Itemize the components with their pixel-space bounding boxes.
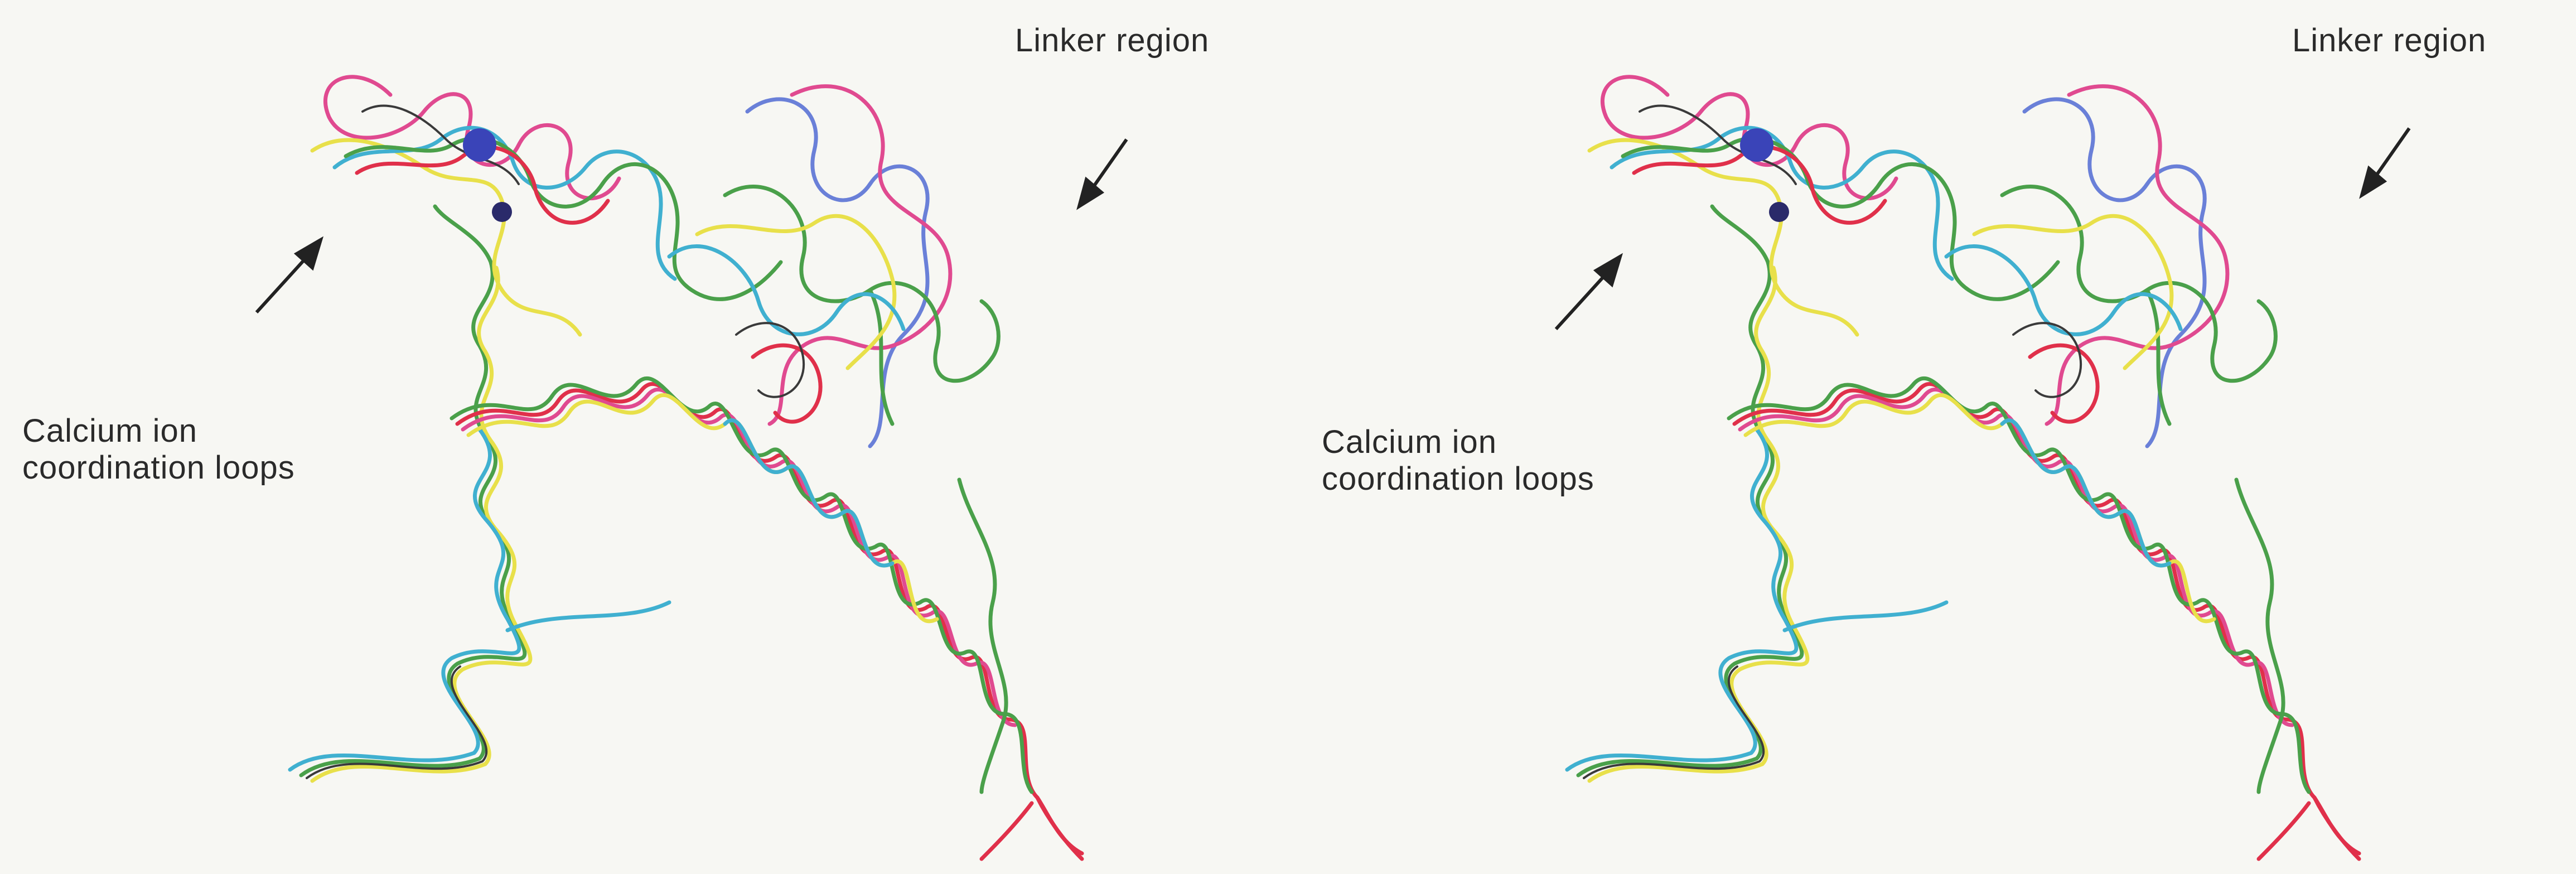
calcium-ion-sphere-small <box>492 202 512 222</box>
label-calcium-line2: coordination loops <box>1322 461 1594 498</box>
arrow-linker-head <box>2362 168 2384 195</box>
label-linker-region: Linker region <box>1015 22 1209 59</box>
label-calcium-line1: Calcium ion <box>22 413 295 450</box>
backbone-trace-yellow-2 <box>468 395 937 621</box>
backbone-trace-dark-linker <box>736 323 804 397</box>
calcium-ion-sphere <box>1740 128 1773 162</box>
backbone-trace-cyan-2 <box>2002 421 2169 566</box>
backbone-trace-cyan-2 <box>725 421 892 566</box>
backbone-trace-green-linker <box>2002 186 2275 424</box>
label-calcium-coordination: Calcium ion coordination loops <box>22 413 295 486</box>
backbone-trace-red-tail <box>2259 798 2359 859</box>
calcium-ion-sphere <box>463 128 496 162</box>
backbone-trace-yellow-2 <box>1746 395 2214 621</box>
backbone-trace-red-linker <box>2030 345 2097 422</box>
label-calcium-line1: Calcium ion <box>1322 424 1594 461</box>
backbone-trace-red-linker <box>753 345 820 422</box>
backbone-trace-yellow-loop <box>312 140 580 335</box>
backbone-trace-cyan <box>1567 429 1946 770</box>
calcium-ion-sphere-small <box>1769 202 1789 222</box>
backbone-trace-yellow <box>1589 268 1807 781</box>
backbone-trace-green-tail <box>959 480 1006 792</box>
label-calcium-line2: coordination loops <box>22 450 295 486</box>
backbone-trace-blue-linker <box>747 99 927 446</box>
backbone-trace-yellow <box>312 268 530 781</box>
backbone-trace-green-tail <box>2236 480 2283 792</box>
backbone-trace-blue-linker <box>2024 99 2205 446</box>
stereo-panel-left: Linker region Calcium ion coordination l… <box>0 0 1288 874</box>
stereo-panel-right: Linker region Calcium ion coordination l… <box>1288 0 2576 874</box>
backbone-trace-dark-linker <box>2013 323 2081 397</box>
backbone-trace-green-linker <box>725 186 998 424</box>
backbone-trace-cyan <box>290 429 669 770</box>
arrow-linker-head <box>1079 180 1101 206</box>
label-linker-region: Linker region <box>2292 22 2486 59</box>
label-calcium-coordination: Calcium ion coordination loops <box>1322 424 1594 498</box>
backbone-trace-green-2 <box>452 378 1032 792</box>
backbone-trace-yellow-loop <box>1589 140 1857 335</box>
backbone-trace-red-tail <box>982 798 1082 859</box>
backbone-trace-green-2 <box>1729 378 2309 792</box>
